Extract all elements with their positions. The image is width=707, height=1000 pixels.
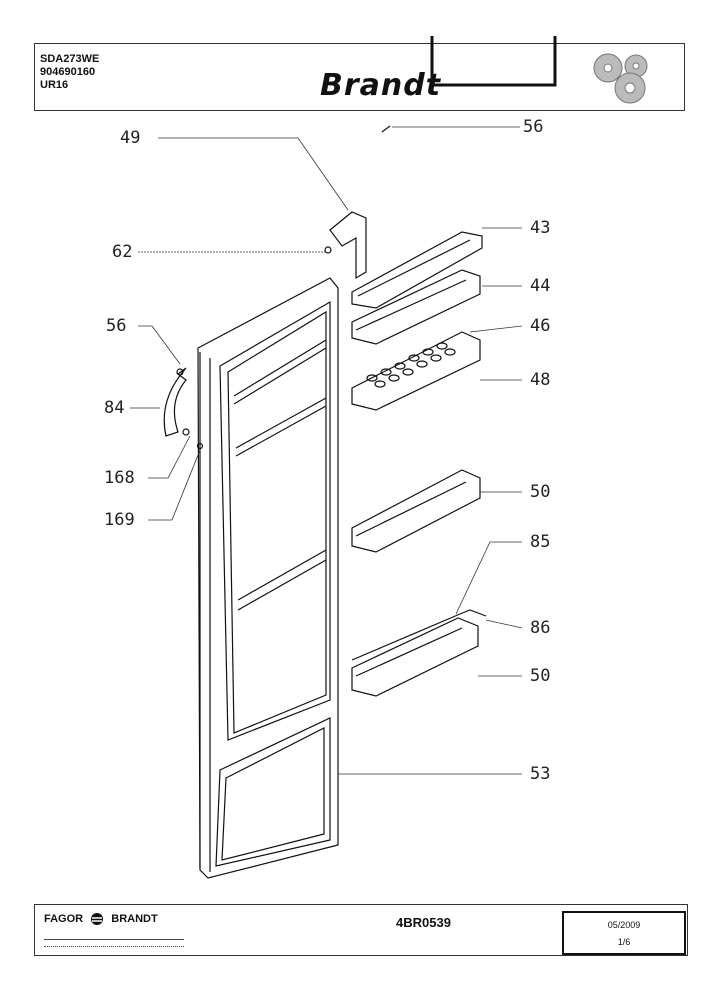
- callout-50-lower: 50: [530, 666, 551, 686]
- callout-62: 62: [112, 242, 133, 262]
- callout-169: 169: [104, 510, 135, 530]
- callout-48: 48: [530, 370, 551, 390]
- callout-53: 53: [530, 764, 551, 784]
- hinge-cover: [329, 211, 367, 280]
- document-reference: 4BR0539: [396, 915, 451, 930]
- model-info: SDA273WE 904690160 UR16: [40, 53, 99, 92]
- callout-85: 85: [530, 532, 551, 552]
- shelf-50-lower: [351, 617, 479, 697]
- company-tagline-line: [44, 939, 184, 947]
- callout-168: 168: [104, 468, 135, 488]
- shelf-50-upper: [351, 469, 481, 553]
- callout-84: 84: [104, 398, 125, 418]
- date-box: [562, 911, 686, 955]
- callout-46: 46: [530, 316, 551, 336]
- door-panel: [197, 277, 339, 879]
- fagor-brandt-logo: FAGOR BRANDT: [44, 913, 158, 926]
- gears-icon: [593, 53, 648, 104]
- footer-block: [34, 904, 688, 956]
- model-code: 904690160: [40, 66, 96, 78]
- callout-43: 43: [530, 218, 551, 238]
- model-ref: UR16: [40, 79, 69, 91]
- company-fagor: FAGOR: [44, 913, 84, 925]
- callout-56-top: 56: [523, 117, 544, 137]
- shelf-lid-43: [351, 231, 483, 309]
- title-block: [34, 43, 685, 111]
- door-handle: [163, 367, 187, 437]
- callout-44: 44: [530, 276, 551, 296]
- brand-logo: Brandt: [320, 68, 442, 103]
- callout-56-left: 56: [106, 316, 127, 336]
- callout-86: 86: [530, 618, 551, 638]
- callout-49: 49: [120, 128, 141, 148]
- document-date: 05/2009: [607, 920, 641, 930]
- shelf-48: [351, 331, 481, 411]
- page-number: 1/6: [617, 937, 631, 947]
- fagor-brandt-logo-icon: [91, 913, 104, 926]
- model-name: SDA273WE: [40, 53, 100, 65]
- callout-50-upper: 50: [530, 482, 551, 502]
- company-brandt: BRANDT: [111, 913, 158, 925]
- egg-tray-46: [366, 342, 456, 388]
- bottle-guard-86: [351, 609, 487, 661]
- shelf-44: [351, 269, 481, 345]
